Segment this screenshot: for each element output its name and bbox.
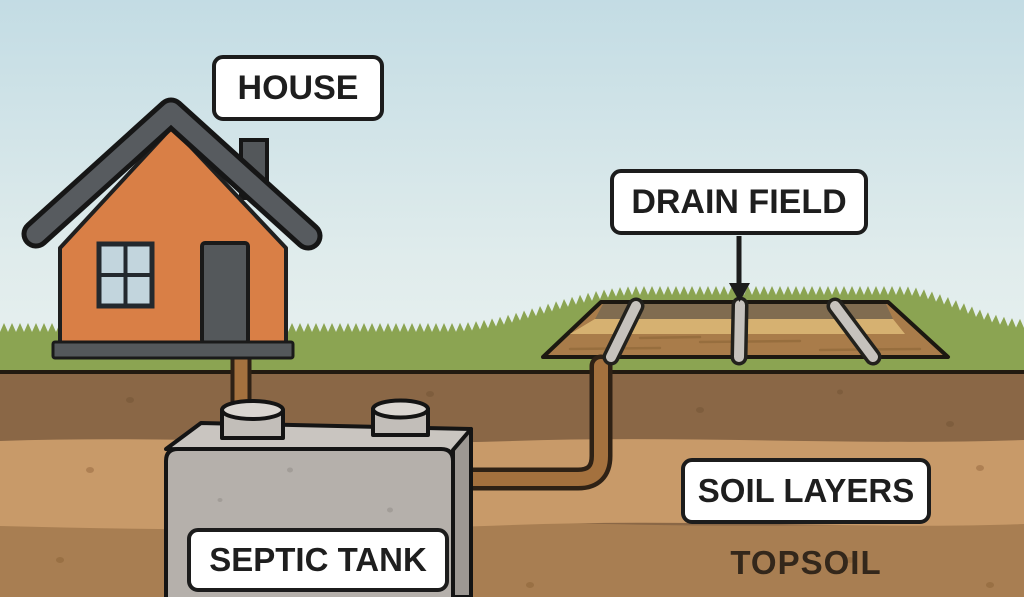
tank-port-left xyxy=(220,399,285,440)
septic-tank-label-text: SEPTIC TANK xyxy=(209,541,427,578)
outlet-pipe xyxy=(440,354,613,491)
roof xyxy=(21,97,323,251)
drain-field-label-text: DRAIN FIELD xyxy=(631,182,847,221)
lateral-pipes xyxy=(602,296,882,366)
drain-field-label: DRAIN FIELD xyxy=(610,169,868,235)
ground-line xyxy=(0,370,1024,375)
lateral-pipe-1 xyxy=(602,297,645,366)
topsoil-label: TOPSOIL xyxy=(706,543,906,583)
house-graphic xyxy=(21,97,323,360)
house-label-text: HOUSE xyxy=(237,68,359,107)
drain-field-gravel-left xyxy=(570,319,595,334)
soil-layers-label-text: SOIL LAYERS xyxy=(697,472,915,509)
topsoil-label-text: TOPSOIL xyxy=(730,544,882,581)
drain-field-arrow xyxy=(729,236,750,302)
tank-port-right xyxy=(371,398,430,437)
door xyxy=(200,241,250,345)
septic-tank-label: SEPTIC TANK xyxy=(187,528,449,592)
tank-speckles xyxy=(217,467,393,513)
tank-side-face xyxy=(451,427,473,597)
house-label: HOUSE xyxy=(212,55,384,121)
lateral-pipe-2 xyxy=(730,296,749,366)
foundation-slab xyxy=(51,340,295,360)
soil-layers-label: SOIL LAYERS xyxy=(681,458,931,524)
window xyxy=(96,241,155,309)
lateral-pipe-3 xyxy=(826,297,882,366)
